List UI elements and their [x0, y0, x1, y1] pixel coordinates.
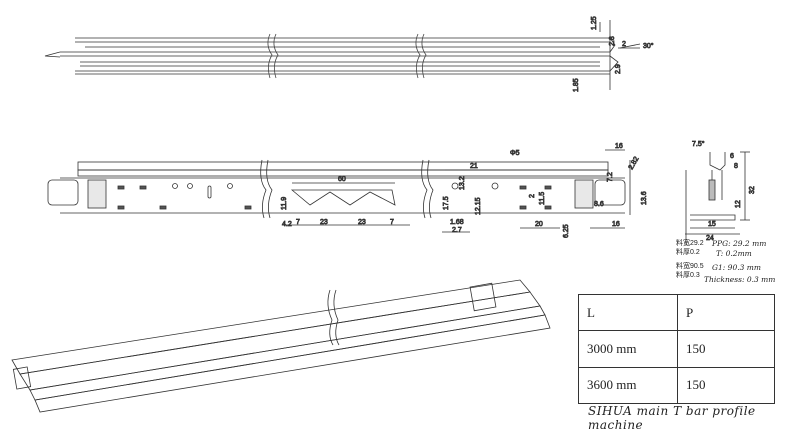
- side-dim-10: 17.5: [443, 196, 450, 210]
- side-dim-11: 12.15: [475, 197, 482, 215]
- note-row2: 料宽90.5: [676, 261, 704, 270]
- header-l: L: [578, 293, 678, 332]
- sec-dim-7: 24: [706, 235, 714, 242]
- table-header-row: L P: [578, 293, 775, 332]
- hand-note-2: T: 0.2mm: [716, 249, 752, 258]
- top-dim-6: 1.85: [573, 78, 580, 92]
- hand-note-3: G1: 90.3 mm: [712, 263, 761, 272]
- note-row1-sub: 料厚0.2: [676, 247, 700, 256]
- sec-dim-6: 15: [708, 221, 716, 228]
- cell-p: 150: [677, 330, 775, 368]
- side-dim-1: 16: [615, 143, 623, 150]
- top-dim-2: 2.8: [609, 36, 616, 46]
- spec-table: L P 3000 mm 150 3600 mm 150: [578, 293, 775, 405]
- sec-dim-5: 12: [735, 200, 742, 208]
- top-dim-3: 2: [622, 41, 626, 48]
- cell-p: 150: [677, 366, 775, 405]
- side-dim-8: 13.6: [641, 191, 648, 205]
- top-view-bar: [44, 20, 641, 90]
- table-row: 3000 mm 150: [578, 330, 775, 368]
- side-view-bar: [47, 149, 631, 233]
- side-dim-19: 7: [390, 219, 394, 226]
- note-row1: 料宽29.2: [676, 238, 704, 247]
- side-dim-23: 6.25: [563, 224, 570, 238]
- cell-l: 3000 mm: [578, 330, 678, 368]
- side-dim-20: 1.68: [450, 219, 464, 226]
- side-dim-17: 23: [320, 219, 328, 226]
- side-dim-6: 2.82: [628, 156, 641, 171]
- cross-section: [685, 151, 750, 245]
- side-dim-24: 16: [612, 221, 620, 228]
- drawing-caption: SIHUA main T bar profile machine: [588, 404, 756, 432]
- sec-dim-4: 32: [749, 186, 756, 194]
- side-dim-9: 11.9: [281, 197, 288, 210]
- top-dim-4: 30°: [643, 42, 654, 50]
- side-dim-22: 20: [535, 221, 543, 228]
- cell-l: 3600 mm: [578, 366, 678, 405]
- side-dim-18: 23: [358, 219, 366, 226]
- side-dim-16: 7: [296, 219, 300, 226]
- side-dim-13: 11.5: [539, 192, 546, 205]
- note-row2-sub: 料厚0.3: [676, 270, 700, 279]
- sec-dim-2: 6: [730, 153, 734, 160]
- side-dim-15: 4.2: [282, 221, 292, 228]
- side-dim-14: 8.6: [594, 201, 604, 208]
- perspective-bar: [11, 279, 551, 413]
- side-dim-5: 7.2: [607, 172, 614, 182]
- top-dim-1: 1.25: [591, 16, 598, 30]
- hand-note-4: Thickness: 0.3 mm: [704, 275, 775, 284]
- side-dim-2: 21: [470, 163, 478, 170]
- side-dim-12: 2: [529, 194, 536, 198]
- side-dim-21: 2.7: [452, 227, 462, 234]
- side-dim-4: 60: [338, 176, 346, 183]
- table-row: 3600 mm 150: [578, 366, 775, 405]
- side-dim-3: Φ5: [510, 150, 520, 157]
- hand-note-1: PPG: 29.2 mm: [711, 239, 766, 248]
- header-p: P: [677, 293, 775, 332]
- top-dim-5: 2.9: [615, 64, 622, 74]
- sec-dim-1: 7.5°: [692, 140, 705, 148]
- side-dim-7: 13.2: [459, 176, 466, 190]
- sec-dim-3: 8: [734, 163, 738, 170]
